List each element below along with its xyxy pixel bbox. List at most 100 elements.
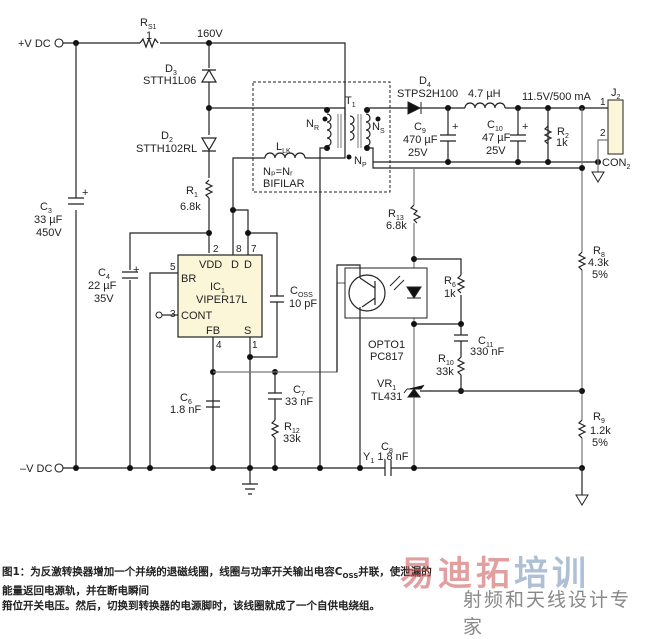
ic1-pinnum-7: 7 (251, 244, 257, 255)
r2-ref: R2 (557, 126, 569, 140)
c9-rating: 25V (408, 147, 428, 159)
ic1-pinnum-1: 1 (252, 340, 258, 351)
r2-value: 1k (556, 137, 568, 149)
ic1-pin-cont: CONT (181, 310, 212, 322)
c11-ref: C11 (478, 335, 493, 349)
d2-ref: D2 (161, 130, 173, 144)
gnd-output-icon (591, 171, 605, 183)
r2-resistor (543, 125, 553, 145)
vdc-pos-label: +V DC (18, 38, 51, 50)
c8-label: Y1 1.8 nF (363, 451, 409, 465)
r10-ref: R10 (438, 353, 454, 367)
c11-capacitor (454, 334, 468, 342)
d4-part: STPS2H100 (397, 88, 458, 100)
c4-rating: 35V (94, 293, 114, 305)
r12-resistor (270, 419, 280, 439)
r13-ref: R13 (388, 208, 404, 222)
nr-winding (326, 113, 332, 147)
j2-pin2: 2 (600, 128, 606, 139)
r8-resistor (577, 251, 587, 271)
r1-resistor (204, 179, 214, 199)
c6-value: 1.8 nF (170, 404, 201, 416)
c6-capacitor (206, 400, 220, 408)
c11-value: 330 nF (470, 346, 505, 358)
c9-value: 470 µF (403, 134, 438, 146)
svg-text:+: + (452, 121, 458, 133)
transformer-core (337, 114, 362, 148)
gnd-primary-icon (242, 483, 258, 495)
r8-value: 4.3k (588, 257, 609, 269)
r10-value: 33k (436, 366, 454, 378)
llk-ref: LLK (276, 141, 291, 155)
vdc-neg-terminal (54, 463, 64, 473)
light-arrows-icon (389, 275, 405, 291)
c10-capacitor (510, 134, 526, 142)
c10-ref: C10 (487, 119, 503, 133)
ic1-pinnum-2: 2 (213, 244, 219, 255)
c4-ref: C4 (98, 267, 110, 281)
transformer-box (252, 81, 391, 193)
svg-text:+: + (133, 264, 139, 276)
ic1-pinnum-4: 4 (216, 340, 222, 351)
ic1-pin-br: BR (181, 273, 196, 285)
r6-value: 1k (444, 288, 456, 300)
ic1-pinnum-8: 8 (236, 244, 242, 255)
c8-ref: C8 (381, 441, 393, 455)
ic1-pin-fb: FB (206, 325, 220, 337)
j2-label: CON2 (602, 157, 630, 171)
rs1-value: 1 (146, 30, 152, 42)
vr1-ref: VR1 (377, 378, 396, 392)
c3-rating: 450V (36, 227, 62, 239)
nr-label: NR (306, 118, 319, 132)
llk-note1: Nₚ=Nᵣ (263, 166, 293, 178)
vr1-tl431 (403, 384, 425, 398)
ic1-pin-d7: D (244, 259, 252, 271)
r9-ref: R9 (593, 411, 605, 425)
llk-note2: BIFILAR (263, 178, 305, 190)
caption-line2: 箝位开关电压。然后，切换到转换器的电源脚时，该线圈就成了一个自供电绕组。 (2, 600, 380, 613)
r9-resistor (577, 419, 587, 439)
caption-coss-sub: OSS (342, 572, 359, 581)
ic1-pin-vdd: VDD (199, 259, 222, 271)
d2-diode (200, 137, 218, 152)
opto-led-icon (406, 286, 422, 299)
r13-value: 6.8k (386, 220, 407, 232)
watermark-brand-a: 易迪拓 (400, 554, 514, 594)
rs1-resistor (139, 37, 159, 49)
svg-text:+: + (522, 121, 528, 133)
c9-capacitor (440, 134, 456, 142)
llk-inductor (264, 152, 306, 159)
l-out-value: 4.7 µH (468, 88, 501, 100)
c9-ref: C9 (414, 121, 426, 135)
r13-resistor (409, 204, 422, 224)
coss-ref: COSS (290, 285, 313, 299)
c8-capacitor (384, 460, 392, 476)
svg-text:+: + (82, 187, 88, 199)
np-label: NP (354, 155, 367, 169)
watermark-brand: 易迪拓培训 (400, 546, 590, 595)
r6-resistor (456, 274, 466, 294)
vdc-pos-terminal (54, 38, 64, 48)
r12-ref: R12 (284, 421, 300, 435)
watermark-tagline: 射频和天线设计专家 (463, 589, 632, 638)
flyback-schematic: +V DC RS1 1 160V + C3 33 µF 450V D3 STTH… (18, 17, 630, 506)
c10-rating: 25V (486, 145, 506, 157)
figure-caption: 图1：为反激转换器增加一个并绕的退磁线圈，线圈与功率开关输出电容COSS并联，使… (2, 565, 432, 614)
c10-value: 47 µF (482, 132, 511, 144)
opto1-ref: OPTO1 (368, 339, 405, 351)
c7-value: 33 nF (285, 396, 313, 408)
r10-resistor (456, 356, 466, 376)
ic1-pinnum-5: 5 (170, 262, 176, 273)
d4-diode (407, 101, 422, 115)
caption-line1: 图1：为反激转换器增加一个并绕的退磁线圈，线圈与功率开关输出电容C (2, 566, 343, 578)
ic1-pin-s: S (244, 325, 251, 337)
coss-capacitor (270, 295, 284, 303)
c4-value: 22 µF (88, 280, 117, 292)
r8-tol: 5% (592, 269, 608, 281)
ic1-pin-d8: D (231, 259, 239, 271)
ns-winding (365, 113, 371, 147)
r9-value: 1.2k (590, 425, 611, 437)
ic1-body (177, 254, 263, 338)
output-node-label: 11.5V/500 mA (522, 91, 592, 103)
ic1-part: VIPER17L (196, 294, 247, 306)
